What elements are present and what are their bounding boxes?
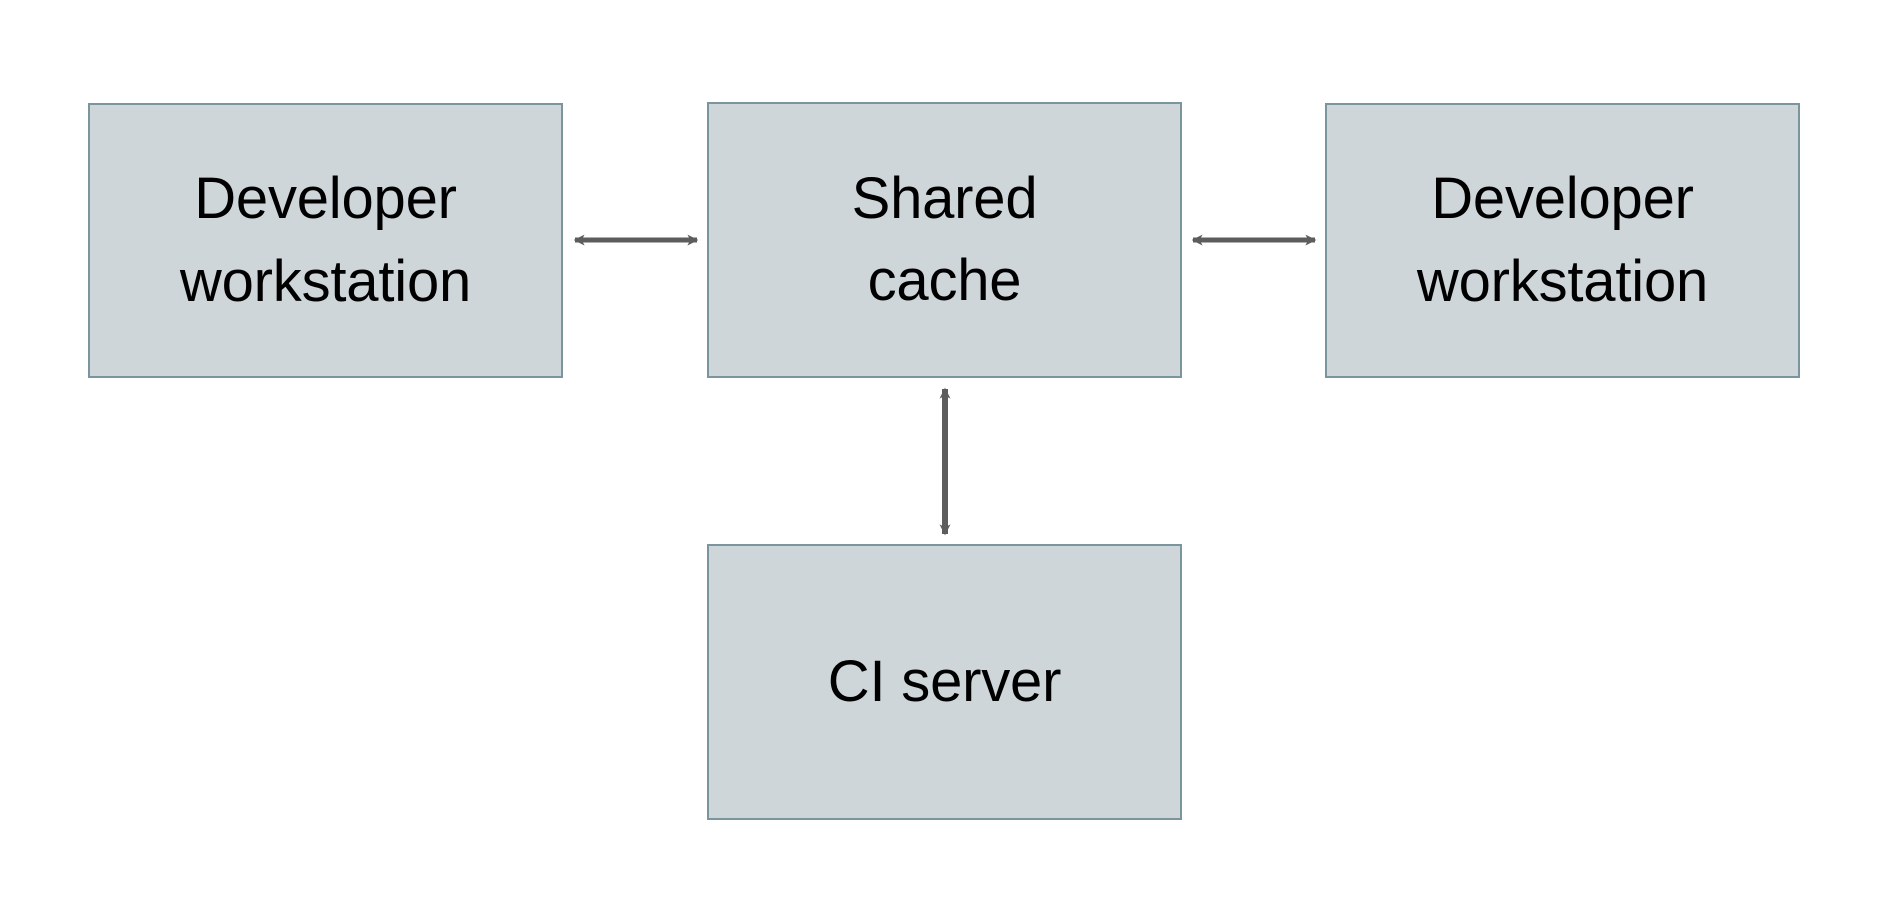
node-label: Developer workstation bbox=[1416, 166, 1709, 314]
node-ci-server[interactable]: CI server bbox=[707, 544, 1182, 820]
node-label: Shared cache bbox=[851, 165, 1038, 313]
node-developer-workstation-left[interactable]: Developer workstation bbox=[88, 103, 563, 378]
node-label: Developer workstation bbox=[179, 166, 472, 314]
node-shared-cache[interactable]: Shared cache bbox=[707, 102, 1182, 378]
node-developer-workstation-right[interactable]: Developer workstation bbox=[1325, 103, 1800, 378]
node-label: CI server bbox=[827, 648, 1062, 714]
